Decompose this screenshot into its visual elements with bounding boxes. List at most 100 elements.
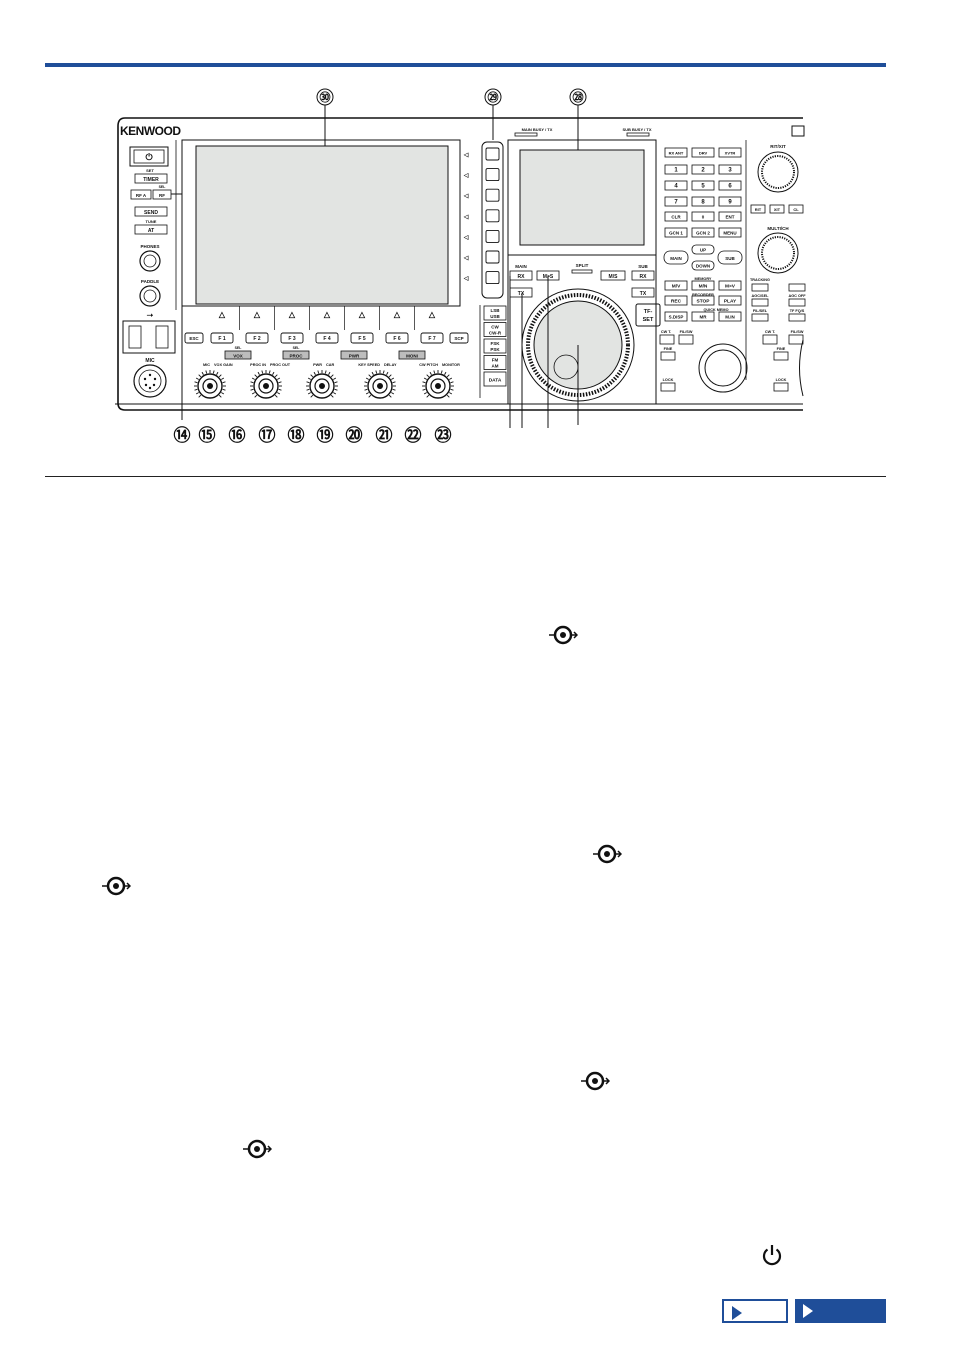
keypad-key[interactable]	[664, 211, 688, 222]
svg-text:GCN 1: GCN 1	[669, 231, 683, 236]
keypad-key[interactable]	[664, 147, 688, 158]
svg-text:MAIN: MAIN	[670, 256, 682, 261]
svg-text:CW T.: CW T.	[765, 330, 775, 334]
keypad-key[interactable]	[664, 196, 688, 207]
side-soft-key[interactable]	[485, 250, 500, 264]
svg-text:DOWN: DOWN	[696, 264, 710, 269]
svg-text:MAIN BUSY / TX: MAIN BUSY / TX	[522, 127, 553, 132]
svg-text:AM: AM	[492, 364, 499, 369]
mode-key[interactable]	[483, 305, 507, 321]
keypad-key[interactable]	[664, 295, 688, 306]
keypad-key[interactable]	[664, 227, 688, 238]
keypad-key[interactable]	[691, 227, 715, 238]
keypad-key[interactable]	[718, 196, 742, 207]
mode-key[interactable]	[483, 338, 507, 354]
keypad-key[interactable]	[664, 164, 688, 175]
keypad-key[interactable]	[718, 227, 742, 238]
svg-text:PLAY: PLAY	[724, 299, 737, 305]
up-nav-key[interactable]	[691, 244, 715, 255]
keypad-key[interactable]	[718, 311, 742, 322]
keypad-key[interactable]	[718, 211, 742, 222]
svg-text:SET: SET	[643, 317, 654, 323]
side-soft-key[interactable]	[485, 229, 500, 243]
keypad-key[interactable]	[718, 280, 742, 291]
keypad-key[interactable]	[691, 311, 715, 322]
svg-text:LOCK: LOCK	[776, 378, 787, 382]
keypad-key[interactable]	[691, 147, 715, 158]
rf-b-button[interactable]: RF	[159, 193, 165, 198]
sub-rx-button[interactable]: RX	[640, 274, 648, 280]
svg-text:PROC OUT: PROC OUT	[270, 363, 291, 367]
svg-text:FINE: FINE	[664, 347, 673, 351]
xit-button[interactable]: XIT	[774, 207, 781, 212]
sub-nav-key[interactable]	[717, 250, 743, 265]
cl-button[interactable]: CL	[793, 207, 799, 212]
side-soft-key[interactable]	[485, 271, 500, 285]
proc-button[interactable]: PROC	[289, 354, 303, 359]
fkey-button[interactable]	[245, 332, 269, 344]
fkey-button[interactable]	[350, 332, 374, 344]
keypad-key[interactable]	[664, 180, 688, 191]
sub-display	[507, 139, 657, 404]
at-button[interactable]: AT	[148, 228, 154, 234]
tf-set-button[interactable]: TF-	[644, 309, 653, 315]
rit-button[interactable]: RIT	[755, 207, 762, 212]
keypad-key[interactable]	[691, 164, 715, 175]
keypad-key[interactable]	[691, 196, 715, 207]
side-soft-key[interactable]	[485, 168, 500, 182]
fkey-arrow-glyph: △	[323, 310, 331, 319]
svg-text:7: 7	[674, 200, 678, 206]
main-rx-button[interactable]: RX	[518, 274, 526, 280]
keypad-key[interactable]	[664, 280, 688, 291]
moni-button[interactable]: MONI	[406, 354, 418, 359]
svg-text:SPLIT: SPLIT	[576, 263, 589, 268]
m-s-button[interactable]: M/S	[609, 274, 619, 280]
main-nav-key[interactable]	[663, 250, 689, 265]
fkey-button[interactable]	[385, 332, 409, 344]
svg-text:MIC: MIC	[145, 358, 155, 364]
mode-key[interactable]	[483, 322, 507, 337]
callout-number: ⑱	[288, 425, 305, 445]
keypad-key[interactable]	[718, 180, 742, 191]
pwr-button[interactable]: PWR	[349, 354, 360, 359]
timer-button[interactable]: TIMER	[143, 177, 159, 183]
power-button[interactable]: ⏻	[145, 152, 153, 162]
scp-button[interactable]: SCP	[454, 336, 463, 341]
keypad-key[interactable]	[691, 295, 715, 306]
send-button[interactable]: SEND	[144, 210, 158, 216]
previous-page-button[interactable]	[722, 1299, 788, 1323]
fkey-label: F 5	[358, 336, 365, 342]
keypad-key[interactable]	[718, 295, 742, 306]
callout-number: ⑭	[174, 425, 191, 445]
mode-key[interactable]	[483, 371, 507, 387]
side-soft-key[interactable]	[485, 188, 500, 202]
fkey-button[interactable]	[420, 332, 444, 344]
keypad-key[interactable]	[691, 180, 715, 191]
svg-text:DRV: DRV	[699, 151, 708, 156]
mode-key[interactable]	[483, 355, 507, 370]
rf-a-button[interactable]: RF A	[136, 193, 147, 198]
side-soft-key[interactable]	[485, 147, 500, 161]
next-page-button[interactable]	[795, 1299, 886, 1323]
svg-text:RX ANT: RX ANT	[669, 151, 684, 156]
down-nav-key[interactable]	[691, 260, 715, 271]
svg-text:SEL: SEL	[293, 346, 301, 350]
svg-text:AGC/SEL: AGC/SEL	[752, 294, 770, 298]
keypad-key[interactable]	[718, 147, 742, 158]
keypad-key[interactable]	[691, 211, 715, 222]
vox-button[interactable]: VOX	[233, 354, 243, 359]
fkey-button[interactable]	[315, 332, 339, 344]
esc-button[interactable]: ESC	[189, 336, 199, 341]
side-soft-key[interactable]	[485, 209, 500, 223]
svg-text:FINE: FINE	[777, 347, 786, 351]
keypad-key[interactable]	[664, 311, 688, 322]
keypad-key[interactable]	[691, 280, 715, 291]
main-tx-button[interactable]: TX	[518, 291, 525, 297]
fkey-button[interactable]	[210, 332, 234, 344]
svg-text:8: 8	[701, 200, 705, 206]
sub-tx-button[interactable]: TX	[640, 291, 647, 297]
fkey-button[interactable]	[280, 332, 304, 344]
function-key-row: △F 1△F 2△F 3△F 4△F 5△F 6△F 7 ESC SCP	[184, 306, 469, 344]
svg-text:FIL/SW: FIL/SW	[791, 330, 804, 334]
keypad-key[interactable]	[718, 164, 742, 175]
